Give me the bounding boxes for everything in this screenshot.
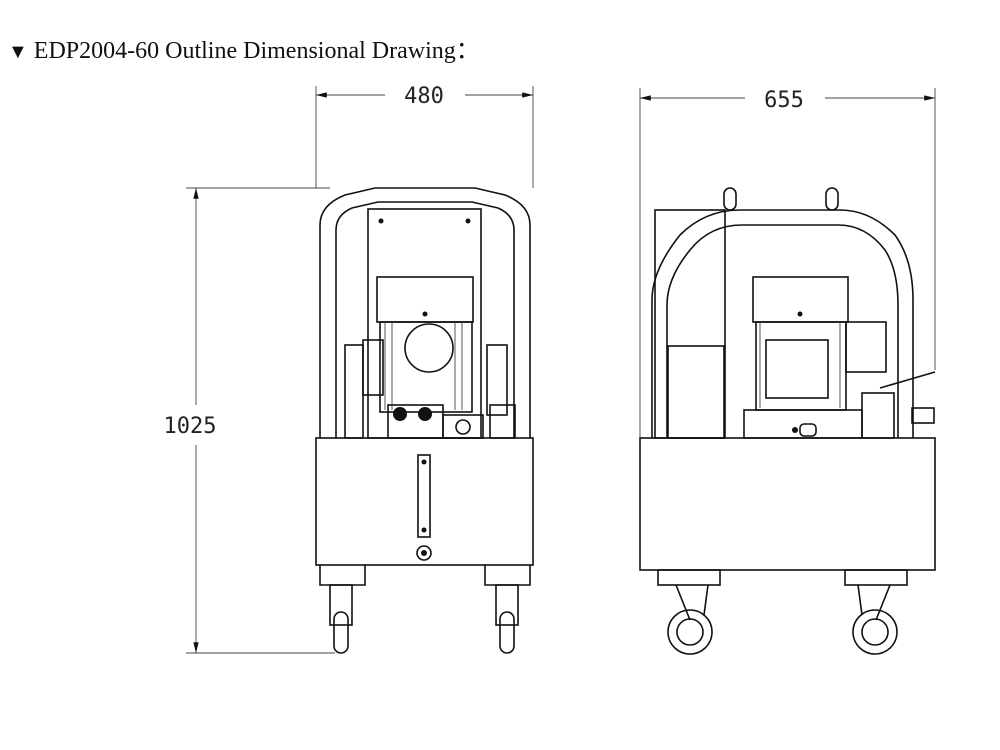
drawing-title: ▼EDP2004-60 Outline Dimensional Drawing：	[8, 30, 480, 65]
dimension-label: 1025	[164, 414, 217, 439]
front-view	[315, 187, 534, 654]
dimension-label: 480	[404, 84, 444, 109]
side-view	[639, 187, 936, 655]
dimension-side-width: 655	[639, 88, 936, 440]
title-text: EDP2004-60 Outline Dimensional Drawing：	[33, 38, 480, 64]
dimension-label: 655	[764, 88, 804, 113]
dimension-front-width: 480	[315, 84, 534, 188]
triangle-marker-icon: ▼	[8, 41, 28, 63]
dimension-height: 1025	[164, 187, 335, 654]
